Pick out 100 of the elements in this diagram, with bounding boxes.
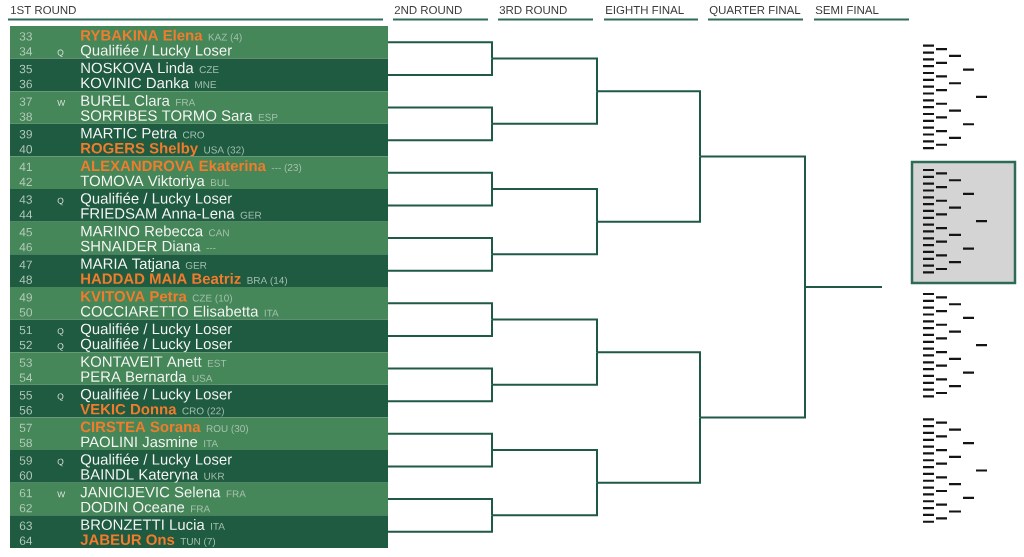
draw-number: 45 <box>19 228 32 237</box>
country-code: CAN <box>209 229 229 237</box>
player-name: MARTIC Petra <box>81 127 178 139</box>
player-name: SORRIBES TORMO Sara <box>80 110 253 121</box>
country-code: CRO <box>183 131 205 139</box>
entry-mark: Q <box>57 197 64 206</box>
draw-number: 40 <box>19 145 33 154</box>
draw-number: 34 <box>19 47 33 56</box>
country-code: KAZ (4) <box>208 33 242 43</box>
player-name: BAINDL Kateryna <box>81 469 199 483</box>
country-code: BUL <box>211 179 230 187</box>
draw-number: 62 <box>19 503 32 513</box>
player-name: MARINO Rebecca <box>81 225 204 237</box>
entry-mark: Q <box>57 49 64 58</box>
draw-number: 55 <box>19 391 32 400</box>
player-name: Qualifiée / Lucky Loser <box>80 323 232 338</box>
player-name: VEKIC Donna <box>80 403 177 415</box>
player-name: KVITOVA Petra <box>81 291 187 302</box>
entry-mark: Q <box>57 343 64 351</box>
column-header: 1ST ROUND <box>7 6 384 21</box>
country-code: USA (32) <box>204 146 244 156</box>
match-box <box>10 287 388 320</box>
player-name: ALEXANDROVA Ekaterina <box>80 160 266 172</box>
country-code: ITA <box>264 309 279 317</box>
draw-number: 48 <box>19 275 32 284</box>
draw-number: 49 <box>19 293 32 302</box>
match-box <box>10 26 388 59</box>
column-header: 3RD ROUND <box>497 6 594 21</box>
country-code: EST <box>207 359 227 367</box>
player-name: MARIA Tatjana <box>81 258 180 272</box>
match-box <box>10 58 388 92</box>
country-code: ITA <box>211 523 225 530</box>
player-name: COCCIARETTO Elisabetta <box>80 305 259 317</box>
player-name: RYBAKINA Elena <box>81 29 203 41</box>
draw-number: 53 <box>19 358 32 367</box>
country-code: FRA <box>176 98 196 106</box>
country-code: MNE <box>195 81 217 89</box>
country-code: ITA <box>204 440 218 447</box>
draw-number: 33 <box>19 32 32 41</box>
player-name: NOSKOVA Linda <box>81 62 194 74</box>
player-name: FRIEDSAM Anna-Lena <box>81 208 235 219</box>
match-box <box>10 515 388 548</box>
player-name: KOVINIC Danka <box>81 77 189 89</box>
draw-number: 51 <box>19 325 32 335</box>
draw-number: 42 <box>19 177 32 186</box>
player-name: ROGERS Shelby <box>81 142 199 157</box>
entry-mark: W <box>57 99 66 106</box>
draw-number: 43 <box>19 195 32 204</box>
player-name: KONTAVEIT Anett <box>81 356 202 367</box>
player-name: TOMOVA Viktoriya <box>80 175 205 190</box>
player-name: DODIN Oceane <box>81 501 185 513</box>
match-box <box>10 450 388 483</box>
player-name: PERA Bernarda <box>81 370 187 382</box>
player-name: JANICIJEVIC Selena <box>80 486 221 498</box>
draw-number: 47 <box>19 260 32 269</box>
draw-number: 35 <box>19 64 32 74</box>
draw-number: 38 <box>19 112 32 121</box>
country-code: TUN (7) <box>180 537 216 547</box>
player-name: Qualifiée / Lucky Loser <box>80 338 232 353</box>
match-box <box>10 482 388 516</box>
country-code: UKR <box>204 472 225 480</box>
player-name: Qualifiée / Lucky Loser <box>80 388 232 403</box>
draw-number: 58 <box>19 438 32 448</box>
player-name: BRONZETTI Lucia <box>81 519 205 530</box>
player-name: PAOLINI Jasmine <box>81 436 198 448</box>
country-code: --- (23) <box>271 163 302 174</box>
draw-number: 52 <box>19 340 32 350</box>
match-box <box>10 352 388 385</box>
draw-number: 41 <box>19 162 32 171</box>
country-code: CZE (10) <box>192 294 232 304</box>
column-header: EIGHTH FINAL <box>603 6 699 21</box>
match-box <box>10 254 388 287</box>
draw-number: 64 <box>19 536 33 545</box>
draw-number: 50 <box>19 308 33 317</box>
country-code: GER <box>185 261 207 269</box>
match-box <box>10 156 388 190</box>
draw-number: 39 <box>19 130 32 139</box>
draw-number: 37 <box>19 97 32 106</box>
draw-number: 60 <box>19 471 33 480</box>
draw-number: 59 <box>19 456 32 465</box>
draw-number: 56 <box>19 406 32 415</box>
match-box <box>10 189 388 222</box>
column-header: SEMI FINAL <box>813 6 910 21</box>
country-code: CZE <box>199 66 219 74</box>
match-box <box>10 417 388 451</box>
entry-mark: W <box>57 491 66 498</box>
player-name: Qualifiée / Lucky Loser <box>80 192 232 207</box>
player-name: JABEUR Ons <box>80 534 175 545</box>
player-name: BUREL Clara <box>81 94 170 106</box>
country-code: USA <box>192 374 213 382</box>
country-code: GER <box>240 211 262 219</box>
country-code: BRA (14) <box>247 276 287 286</box>
player-name: CIRSTEA Sorana <box>80 421 201 433</box>
player-name: Qualifiée / Lucky Loser <box>80 453 232 468</box>
entry-mark: Q <box>57 328 64 336</box>
player-name: HADDAD MAIA Beatriz <box>81 273 241 284</box>
draw-number: 46 <box>19 242 32 252</box>
country-code: FRA <box>226 490 246 498</box>
draw-number: 61 <box>19 488 32 498</box>
country-code: CRO (22) <box>182 407 224 417</box>
